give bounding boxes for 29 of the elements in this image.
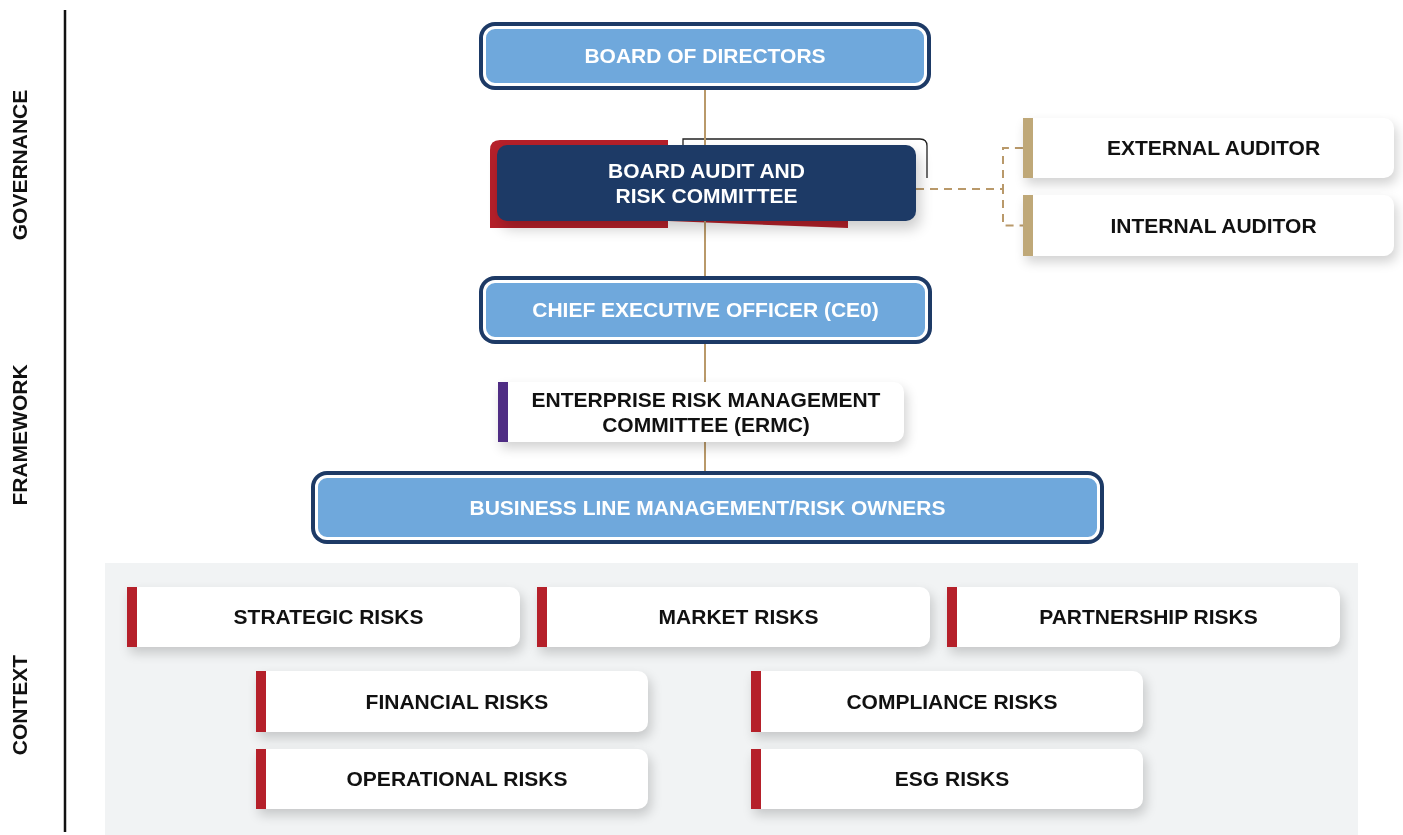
role-card xyxy=(751,749,1143,809)
node-label: CHIEF EXECUTIVE OFFICER (CE0) xyxy=(532,297,879,323)
role-card xyxy=(256,671,648,732)
section-label: GOVERNANCE xyxy=(8,89,32,241)
role-card xyxy=(537,587,930,647)
node-label: BUSINESS LINE MANAGEMENT/RISK OWNERS xyxy=(469,494,946,521)
role-card xyxy=(1023,118,1394,178)
section-label: FRAMEWORK xyxy=(8,364,32,506)
node-label: BOARD AUDIT AND RISK COMMITTEE xyxy=(607,157,806,209)
node-label: ESG RISKS xyxy=(894,766,1010,792)
node-label: PARTNERSHIP RISKS xyxy=(1039,604,1258,630)
committee-box xyxy=(497,145,916,221)
node-label: FINANCIAL RISKS xyxy=(365,688,549,715)
node-label: OPERATIONAL RISKS xyxy=(346,766,568,792)
node-label: STRATEGIC RISKS xyxy=(233,604,424,630)
node-label: INTERNAL AUDITOR xyxy=(1110,212,1317,239)
node-label: BOARD OF DIRECTORS xyxy=(584,43,826,69)
role-card xyxy=(127,587,520,647)
node-label: COMPLIANCE RISKS xyxy=(846,688,1058,715)
role-card xyxy=(751,671,1143,732)
role-card xyxy=(498,382,904,442)
role-card xyxy=(1023,195,1394,256)
node-label: EXTERNAL AUDITOR xyxy=(1106,135,1321,161)
dashed-connector xyxy=(915,188,1024,227)
role-card xyxy=(256,749,648,809)
node-label: MARKET RISKS xyxy=(658,604,819,630)
section-label: CONTEXT xyxy=(8,654,32,756)
role-card xyxy=(947,587,1340,647)
node-label: ENTERPRISE RISK MANAGEMENT COMMITTEE (ERMC) xyxy=(530,386,882,438)
